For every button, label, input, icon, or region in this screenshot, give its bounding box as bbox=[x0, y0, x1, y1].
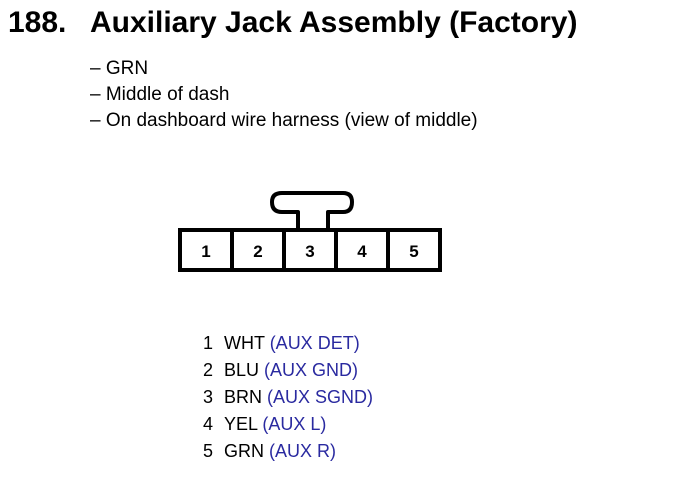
pin-function: (AUX DET) bbox=[269, 333, 360, 353]
wire-color: GRN bbox=[224, 441, 264, 461]
wire-color: WHT bbox=[224, 333, 265, 353]
pin-function: (AUX L) bbox=[262, 414, 327, 434]
note-item: – Middle of dash bbox=[90, 84, 230, 105]
pin-number: 3 bbox=[203, 387, 214, 407]
note-item: – On dashboard wire harness (view of mid… bbox=[90, 110, 478, 131]
connector-lock-tab bbox=[270, 191, 354, 230]
pinout-row: 1 WHT (AUX DET) bbox=[203, 330, 373, 357]
connector-body bbox=[178, 228, 442, 272]
pin-number: 2 bbox=[203, 360, 214, 380]
pin-function: (AUX SGND) bbox=[267, 387, 374, 407]
page-title: 188. Auxiliary Jack Assembly (Factory) bbox=[8, 6, 577, 40]
pin-label: 2 bbox=[253, 242, 262, 261]
pinout-row: 5 GRN (AUX R) bbox=[203, 438, 373, 465]
title-text: Auxiliary Jack Assembly (Factory) bbox=[90, 6, 578, 39]
wire-color: YEL bbox=[224, 414, 258, 434]
pin-label: 3 bbox=[305, 242, 314, 261]
pinout-row: 3 BRN (AUX SGND) bbox=[203, 384, 373, 411]
wire-color: BLU bbox=[224, 360, 260, 380]
pin-function: (AUX GND) bbox=[264, 360, 359, 380]
pin-function: (AUX R) bbox=[269, 441, 337, 461]
pin-label: 5 bbox=[409, 242, 418, 261]
pin-number: 1 bbox=[203, 333, 214, 353]
wire-color: BRN bbox=[224, 387, 263, 407]
pinout-row: 2 BLU (AUX GND) bbox=[203, 357, 373, 384]
pin-number: 4 bbox=[203, 414, 214, 434]
note-item: – GRN bbox=[90, 58, 149, 79]
section-number: 188. bbox=[8, 6, 67, 39]
pinout-row: 4 YEL (AUX L) bbox=[203, 411, 373, 438]
pin-number: 5 bbox=[203, 441, 214, 461]
pin-label: 4 bbox=[357, 242, 367, 261]
pin-label: 1 bbox=[201, 242, 210, 261]
notes-list: – GRN – Middle of dash – On dashboard wi… bbox=[90, 56, 478, 134]
pinout-list: 1 WHT (AUX DET) 2 BLU (AUX GND) 3 BRN (AUX … bbox=[203, 330, 373, 465]
